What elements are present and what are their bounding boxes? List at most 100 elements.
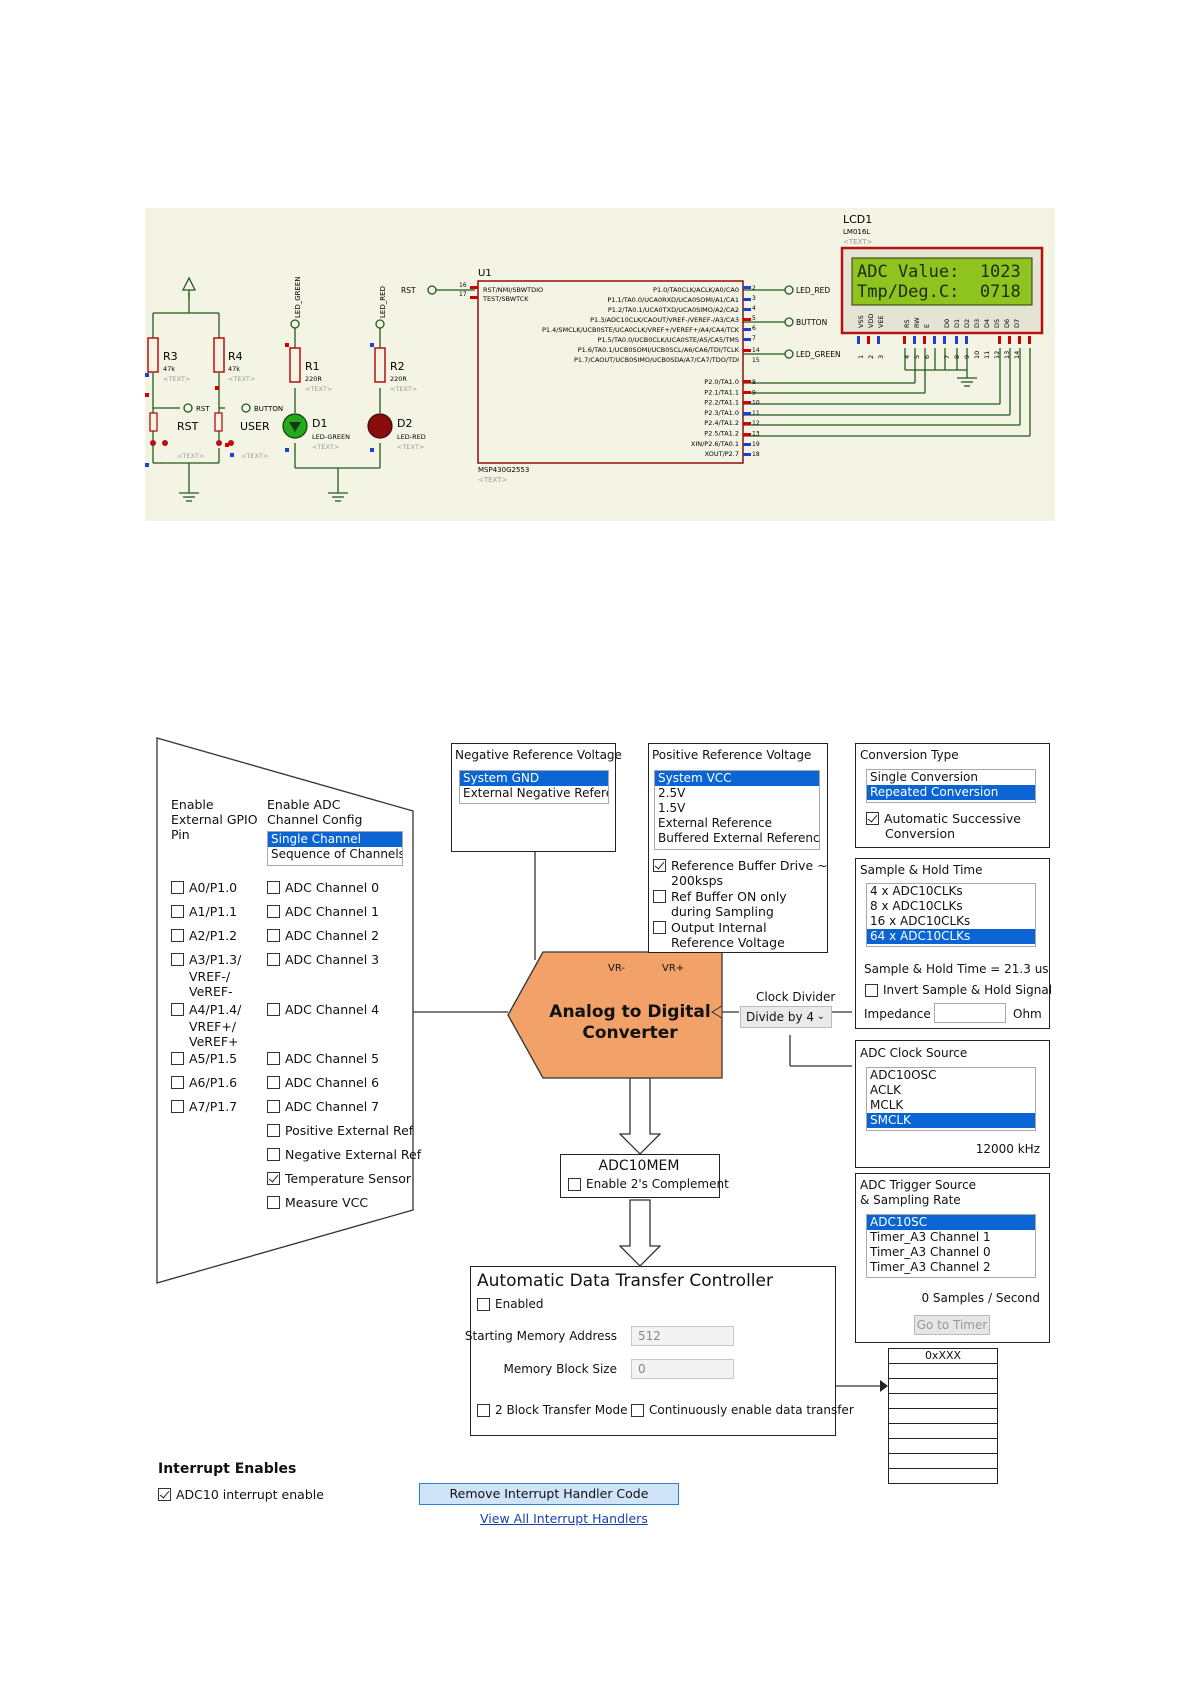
positive-external-ref-checkbox[interactable]: Positive External Ref <box>267 1123 413 1138</box>
positive-reference-option[interactable]: External Reference <box>658 816 773 830</box>
adc-channel-6-checkbox[interactable]: ADC Channel 6 <box>267 1075 379 1090</box>
sample-hold-option[interactable]: 64 x ADC10CLKs <box>867 929 1035 944</box>
checkbox-checked-icon[interactable] <box>866 812 879 825</box>
checkbox-icon[interactable] <box>267 1052 280 1065</box>
checkbox-icon[interactable] <box>171 1100 184 1113</box>
conversion-type-option[interactable]: Repeated Conversion <box>867 785 1035 800</box>
sample-hold-option[interactable]: 4 x ADC10CLKs <box>870 884 963 898</box>
checkbox-icon[interactable] <box>267 1196 280 1209</box>
gpio-a4-checkbox[interactable]: A4/P1.4/ <box>171 1002 241 1017</box>
negative-reference-list[interactable]: System GND External Negative Reference <box>459 770 609 804</box>
adc-trigger-option[interactable]: Timer_A3 Channel 1 <box>870 1230 991 1244</box>
gpio-a7-checkbox[interactable]: A7/P1.7 <box>171 1099 237 1114</box>
clock-divider-dropdown[interactable]: Divide by 4 ⌄ <box>740 1006 832 1028</box>
sample-hold-option[interactable]: 16 x ADC10CLKs <box>870 914 971 928</box>
negative-external-ref-checkbox[interactable]: Negative External Ref <box>267 1147 421 1162</box>
sample-hold-list[interactable]: 4 x ADC10CLKs 8 x ADC10CLKs 16 x ADC10CL… <box>866 883 1036 947</box>
checkbox-icon[interactable] <box>171 929 184 942</box>
automatic-successive-checkbox[interactable]: Automatic Successive <box>866 811 1021 826</box>
gpio-a1-checkbox[interactable]: A1/P1.1 <box>171 904 237 919</box>
reference-buffer-drive-checkbox[interactable]: Reference Buffer Drive ~ <box>653 858 828 873</box>
ref-buffer-on-checkbox[interactable]: Ref Buffer ON only <box>653 889 787 904</box>
channel-config-list[interactable]: Single Channel Sequence of Channels <box>267 831 403 866</box>
checkbox-icon[interactable] <box>267 953 280 966</box>
checkbox-icon[interactable] <box>267 881 280 894</box>
output-internal-reference-checkbox[interactable]: Output Internal <box>653 920 767 935</box>
measure-vcc-checkbox[interactable]: Measure VCC <box>267 1195 368 1210</box>
adc-clock-source-option[interactable]: ADC10OSC <box>870 1068 937 1082</box>
positive-reference-option[interactable]: 1.5V <box>658 801 686 815</box>
positive-reference-option[interactable]: Buffered External Reference <box>658 831 819 845</box>
temperature-sensor-checkbox[interactable]: Temperature Sensor <box>267 1171 411 1186</box>
gpio-a3-checkbox[interactable]: A3/P1.3/ <box>171 952 241 967</box>
memory-block-size-input[interactable]: 0 <box>631 1359 734 1379</box>
gpio-a6-checkbox[interactable]: A6/P1.6 <box>171 1075 237 1090</box>
checkbox-icon[interactable] <box>267 1148 280 1161</box>
negative-reference-option[interactable]: External Negative Reference <box>463 786 608 800</box>
adc-trigger-option[interactable]: ADC10SC <box>867 1215 1035 1230</box>
gpio-a5-checkbox[interactable]: A5/P1.5 <box>171 1051 237 1066</box>
checkbox-icon[interactable] <box>653 890 666 903</box>
checkbox-icon[interactable] <box>171 905 184 918</box>
positive-reference-option[interactable]: System VCC <box>655 771 819 786</box>
adc-clock-source-option[interactable]: SMCLK <box>867 1113 1035 1128</box>
adc-trigger-list[interactable]: ADC10SC Timer_A3 Channel 1 Timer_A3 Chan… <box>866 1214 1036 1278</box>
adc-trigger-option[interactable]: Timer_A3 Channel 0 <box>870 1245 991 1259</box>
gpio-a2-checkbox[interactable]: A2/P1.2 <box>171 928 237 943</box>
adc-channel-0-checkbox[interactable]: ADC Channel 0 <box>267 880 379 895</box>
negative-reference-option[interactable]: System GND <box>460 771 608 786</box>
starting-memory-address-input[interactable]: 512 <box>631 1326 734 1346</box>
ohm-label: Ohm <box>1013 1007 1042 1021</box>
go-to-timer-button[interactable]: Go to Timer <box>914 1315 990 1335</box>
adc-clock-source-option[interactable]: MCLK <box>870 1098 904 1112</box>
adc-channel-2-checkbox[interactable]: ADC Channel 2 <box>267 928 379 943</box>
enable-twos-complement-checkbox[interactable]: Enable 2's Complement <box>568 1177 729 1192</box>
checkbox-icon[interactable] <box>171 953 184 966</box>
adc-channel-7-checkbox[interactable]: ADC Channel 7 <box>267 1099 379 1114</box>
gpio-a0-checkbox[interactable]: A0/P1.0 <box>171 880 237 895</box>
checkbox-icon[interactable] <box>267 929 280 942</box>
lcd-line-2: Tmp/Deg.C: 0718 <box>857 282 1021 302</box>
channel-config-option[interactable]: Single Channel <box>268 832 402 847</box>
checkbox-icon[interactable] <box>171 1052 184 1065</box>
adc-channel-1-checkbox[interactable]: ADC Channel 1 <box>267 904 379 919</box>
checkbox-icon[interactable] <box>267 1003 280 1016</box>
checkbox-checked-icon[interactable] <box>653 859 666 872</box>
conversion-type-option[interactable]: Single Conversion <box>870 770 978 784</box>
impedance-input[interactable] <box>934 1003 1006 1023</box>
checkbox-icon[interactable] <box>568 1178 581 1191</box>
two-block-transfer-checkbox[interactable]: 2 Block Transfer Mode <box>477 1403 627 1418</box>
adc-channel-4-checkbox[interactable]: ADC Channel 4 <box>267 1002 379 1017</box>
continuous-transfer-checkbox[interactable]: Continuously enable data transfer <box>631 1403 854 1418</box>
adc-trigger-option[interactable]: Timer_A3 Channel 2 <box>870 1260 991 1274</box>
adc-channel-3-checkbox[interactable]: ADC Channel 3 <box>267 952 379 967</box>
checkbox-icon[interactable] <box>171 881 184 894</box>
checkbox-icon[interactable] <box>477 1298 490 1311</box>
checkbox-icon[interactable] <box>267 905 280 918</box>
checkbox-icon[interactable] <box>865 984 878 997</box>
invert-sample-hold-checkbox[interactable]: Invert Sample & Hold Signal <box>865 983 1052 998</box>
checkbox-icon[interactable] <box>631 1404 644 1417</box>
adc10-interrupt-enable-checkbox[interactable]: ADC10 interrupt enable <box>158 1487 324 1502</box>
adc-clock-source-list[interactable]: ADC10OSC ACLK MCLK SMCLK <box>866 1067 1036 1131</box>
adc-clock-source-option[interactable]: ACLK <box>870 1083 901 1097</box>
view-all-interrupt-handlers-link[interactable]: View All Interrupt Handlers <box>480 1511 648 1526</box>
checkbox-icon[interactable] <box>267 1100 280 1113</box>
resistor-r1-icon <box>289 347 301 383</box>
checkbox-checked-icon[interactable] <box>158 1488 171 1501</box>
adc-channel-5-checkbox[interactable]: ADC Channel 5 <box>267 1051 379 1066</box>
positive-reference-option[interactable]: 2.5V <box>658 786 686 800</box>
checkbox-icon[interactable] <box>477 1404 490 1417</box>
positive-reference-list[interactable]: System VCC 2.5V 1.5V External Reference … <box>654 770 820 850</box>
sample-hold-option[interactable]: 8 x ADC10CLKs <box>870 899 963 913</box>
dtc-enabled-checkbox[interactable]: Enabled <box>477 1297 544 1312</box>
checkbox-icon[interactable] <box>653 921 666 934</box>
checkbox-icon[interactable] <box>267 1076 280 1089</box>
checkbox-checked-icon[interactable] <box>267 1172 280 1185</box>
checkbox-icon[interactable] <box>171 1076 184 1089</box>
remove-interrupt-handler-button[interactable]: Remove Interrupt Handler Code <box>419 1483 679 1505</box>
checkbox-icon[interactable] <box>171 1003 184 1016</box>
channel-config-option[interactable]: Sequence of Channels <box>271 847 402 861</box>
conversion-type-list[interactable]: Single Conversion Repeated Conversion <box>866 769 1036 803</box>
checkbox-icon[interactable] <box>267 1124 280 1137</box>
